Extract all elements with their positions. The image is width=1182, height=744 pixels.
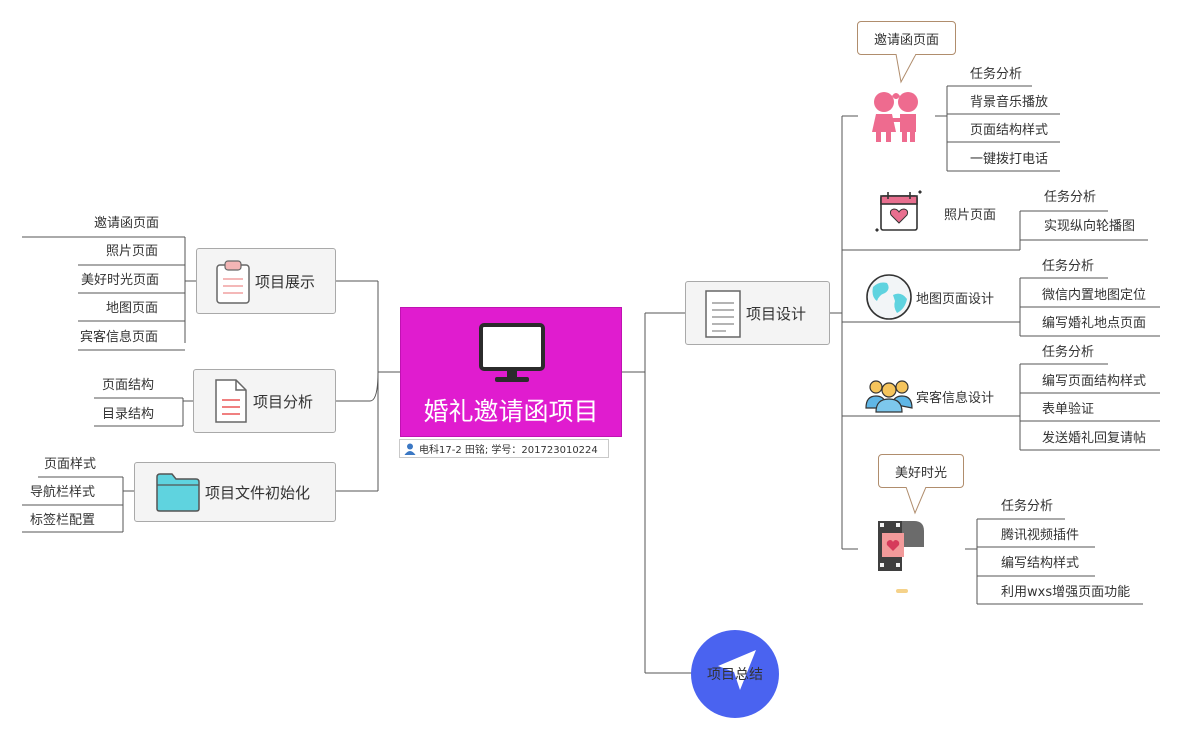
leaf-map-task-analysis[interactable]: 任务分析 [1042, 259, 1095, 274]
leaf-moments-wxs[interactable]: 利用wxs增强页面功能 [1001, 585, 1131, 600]
root-title: 婚礼邀请函项目 [423, 397, 599, 426]
topic-label: 项目设计 [746, 304, 807, 323]
film-heart-icon[interactable] [874, 519, 930, 595]
leaf-showcase-moments[interactable]: 美好时光页面 [81, 273, 160, 288]
calendar-heart-icon[interactable] [873, 188, 925, 238]
leaf-map-venue-page[interactable]: 编写婚礼地点页面 [1042, 316, 1147, 331]
clipboard-icon [216, 260, 250, 304]
navigation-arrow-icon [718, 650, 756, 690]
people-icon[interactable] [864, 378, 914, 414]
leaf-invitation-bg-music[interactable]: 背景音乐播放 [970, 95, 1049, 110]
user-icon [404, 443, 416, 455]
topic-map-page[interactable]: 地图页面设计 [916, 292, 995, 307]
leaf-guest-send-reply[interactable]: 发送婚礼回复请帖 [1042, 431, 1147, 446]
callout-invitation[interactable]: 邀请函页面 [857, 21, 956, 55]
topic-project-design[interactable]: 项目设计 [685, 281, 830, 345]
leaf-moments-structure-style[interactable]: 编写结构样式 [1001, 556, 1080, 571]
leaf-showcase-photo[interactable]: 照片页面 [106, 244, 159, 259]
leaf-invitation-page-style[interactable]: 页面结构样式 [970, 123, 1049, 138]
globe-icon[interactable] [865, 273, 913, 321]
leaf-map-location[interactable]: 微信内置地图定位 [1042, 288, 1147, 303]
couple-icon[interactable] [866, 88, 926, 144]
author-tag-text: 电科17-2 田铭; 学号：201723010224 [419, 445, 598, 456]
topic-photo-page[interactable]: 照片页面 [944, 208, 997, 223]
leaf-guest-form-validation[interactable]: 表单验证 [1042, 402, 1095, 417]
leaf-analysis-page-structure[interactable]: 页面结构 [102, 378, 155, 393]
leaf-analysis-directory-structure[interactable]: 目录结构 [102, 407, 155, 422]
callout-tail [905, 487, 927, 515]
leaf-invitation-call[interactable]: 一键拨打电话 [970, 152, 1049, 167]
folder-icon [156, 473, 200, 512]
leaf-guest-page-style[interactable]: 编写页面结构样式 [1042, 374, 1147, 389]
root-topic[interactable]: 婚礼邀请函项目 [400, 307, 622, 437]
callout-tail [895, 54, 917, 84]
author-tag: 电科17-2 田铭; 学号：201723010224 [399, 439, 609, 458]
callout-label: 美好时光 [894, 465, 947, 481]
leaf-showcase-invitation[interactable]: 邀请函页面 [94, 216, 160, 231]
leaf-showcase-guest[interactable]: 宾客信息页面 [80, 330, 159, 345]
leaf-moments-task-analysis[interactable]: 任务分析 [1001, 499, 1054, 514]
topic-guest-info[interactable]: 宾客信息设计 [916, 391, 995, 406]
topic-project-init[interactable]: 项目文件初始化 [134, 462, 336, 522]
leaf-invitation-task-analysis[interactable]: 任务分析 [970, 67, 1023, 82]
leaf-photo-carousel[interactable]: 实现纵向轮播图 [1044, 219, 1136, 234]
monitor-icon [479, 323, 545, 382]
topic-project-showcase[interactable]: 项目展示 [196, 248, 336, 314]
topic-label: 项目文件初始化 [205, 483, 311, 502]
leaf-showcase-map[interactable]: 地图页面 [106, 301, 159, 316]
leaf-init-navbar-style[interactable]: 导航栏样式 [30, 485, 96, 500]
leaf-guest-task-analysis[interactable]: 任务分析 [1042, 345, 1095, 360]
topic-label: 项目总结 [707, 667, 763, 683]
topic-label: 项目分析 [253, 392, 314, 411]
callout-moments[interactable]: 美好时光 [878, 454, 964, 488]
page-icon [705, 290, 741, 338]
leaf-init-page-style[interactable]: 页面样式 [44, 457, 97, 472]
topic-project-analysis[interactable]: 项目分析 [193, 369, 336, 433]
topic-label: 项目展示 [255, 272, 316, 291]
leaf-moments-video-plugin[interactable]: 腾讯视频插件 [1001, 528, 1080, 543]
leaf-init-tabbar-config[interactable]: 标签栏配置 [30, 513, 96, 528]
leaf-photo-task-analysis[interactable]: 任务分析 [1044, 190, 1097, 205]
document-icon [215, 379, 247, 423]
callout-label: 邀请函页面 [873, 32, 939, 48]
